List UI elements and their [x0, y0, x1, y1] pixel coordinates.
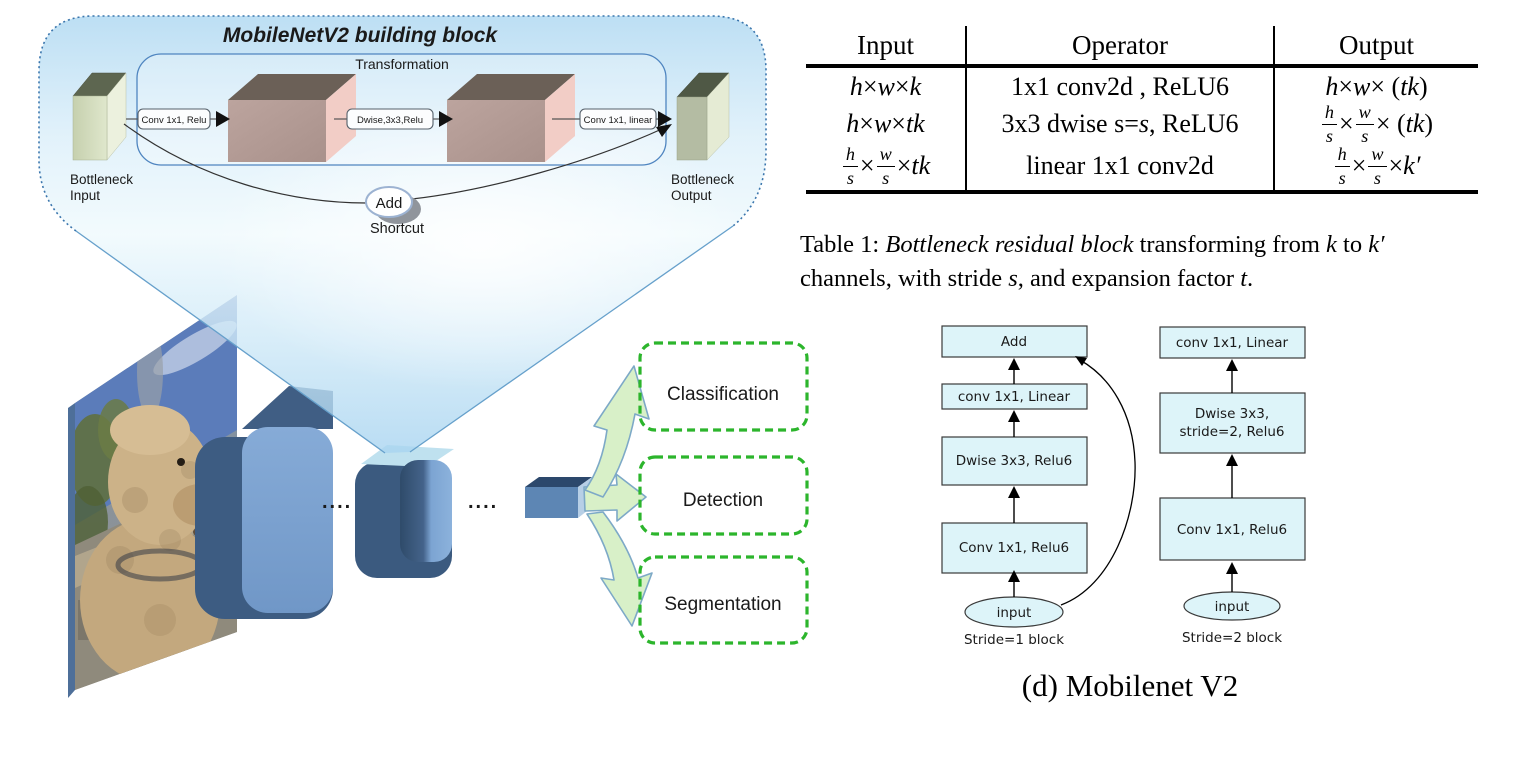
- classification-box: [638, 341, 809, 432]
- stride1-add-box: [941, 325, 1088, 358]
- stride1-add-label: Add: [1001, 334, 1027, 350]
- cell-input-2: h × w × tk: [846, 109, 925, 138]
- shortcut-curve-right: [411, 127, 665, 200]
- shortcut-label: Shortcut: [370, 221, 424, 237]
- stride-block-diagrams: Add conv 1x1, Linear Dwise 3x3, Relu6 Co…: [941, 325, 1306, 648]
- stride1-conv-label: Conv 1x1, Relu6: [959, 540, 1069, 556]
- detection-label: Detection: [683, 490, 763, 511]
- op-label-conv1x1-relu: Conv 1x1, Relu: [142, 115, 207, 126]
- classification-label: Classification: [667, 384, 779, 405]
- stride1-diagram: Add conv 1x1, Linear Dwise 3x3, Relu6 Co…: [941, 325, 1136, 648]
- stride1-conv-box: [941, 522, 1088, 574]
- cell-output-1: h × w × (tk): [1273, 68, 1478, 106]
- shortcut-curve-left: [123, 123, 367, 204]
- table-body: h × w × k 1x1 conv2d , ReLU6 h × w × (tk…: [806, 68, 1478, 194]
- add-node: [365, 186, 413, 218]
- cell-operator-1: 1x1 conv2d , ReLU6: [965, 68, 1273, 106]
- op-label-dwise3x3: Dwise,3x3,Relu: [357, 115, 423, 126]
- bottleneck-output-block: [676, 72, 730, 161]
- expanded-cube-1: [228, 74, 356, 162]
- bottleneck-output-label-line1: Bottleneck: [671, 172, 734, 187]
- header-operator: Operator: [965, 26, 1273, 64]
- task-boxes: [638, 341, 809, 645]
- photo-dog: [80, 405, 227, 682]
- photo-side-edge: [68, 403, 75, 698]
- cell-input-1: h × w × k: [849, 72, 922, 101]
- cell-operator-2: 3x3 dwise s=s, ReLU6: [965, 106, 1273, 142]
- op-label-conv1x1-linear: Conv 1x1, linear: [584, 115, 653, 126]
- arrowhead-1: [216, 111, 230, 127]
- feature-map-medium: [355, 445, 454, 578]
- stride2-conv-box: [1159, 497, 1306, 561]
- ellipsis-dots-1: ....: [322, 491, 352, 513]
- ellipsis-dots-2: ....: [468, 491, 498, 513]
- arrowhead-2: [439, 111, 453, 127]
- bottleneck-input-label-line2: Input: [70, 188, 100, 203]
- feature-map-small: [525, 477, 592, 518]
- stride2-convlinear-box: [1159, 326, 1306, 359]
- stride2-convlinear-label: conv 1x1, Linear: [1176, 335, 1289, 351]
- operator-table: Input Operator Output h × w × k 1x1 conv…: [806, 26, 1478, 194]
- bottleneck-input-block: [72, 72, 127, 161]
- stride1-convlinear-label: conv 1x1, Linear: [958, 389, 1071, 405]
- building-block-title: MobileNetV2 building block: [223, 24, 499, 47]
- stride2-dwise-label-line2: stride=2, Relu6: [1180, 424, 1285, 440]
- dog-eye: [177, 458, 185, 466]
- expanded-cube-2: [447, 74, 575, 162]
- arrow-to-detection: [583, 473, 647, 522]
- add-node-label: Add: [376, 195, 403, 212]
- cell-operator-3: linear 1x1 conv2d: [965, 142, 1273, 190]
- stride1-arrowheads: [1008, 358, 1020, 582]
- stride1-caption: Stride=1 block: [964, 632, 1064, 648]
- segmentation-label: Segmentation: [664, 594, 781, 615]
- input-photo: [68, 295, 237, 698]
- arrow-to-classification: [584, 365, 650, 498]
- shortcut-arrowhead: [656, 124, 672, 137]
- stride1-dwise-box: [941, 436, 1088, 486]
- stride1-skip-connection: [1060, 359, 1136, 606]
- stride2-caption: Stride=2 block: [1182, 630, 1282, 646]
- op-label-boxes: Conv 1x1, Relu Dwise,3x3,Relu Conv 1x1, …: [137, 108, 657, 130]
- table-caption: Table 1: Bottleneck residual block trans…: [800, 231, 1385, 292]
- funnel-left-edge: [75, 230, 386, 454]
- stride2-arrowheads: [1226, 359, 1238, 574]
- stride1-input-label: input: [997, 605, 1032, 621]
- task-arrows: [583, 365, 653, 627]
- stride2-input-label: input: [1215, 599, 1250, 615]
- funnel-right-edge: [409, 225, 734, 453]
- stride2-diagram: conv 1x1, Linear Dwise 3x3, stride=2, Re…: [1159, 326, 1306, 646]
- bottleneck-output-label-line2: Output: [671, 188, 712, 203]
- stride2-dwise-box: [1159, 392, 1306, 454]
- stride2-conv-label: Conv 1x1, Relu6: [1177, 522, 1287, 538]
- subfigure-label: (d) Mobilenet V2: [1021, 668, 1239, 703]
- arrow-to-segmentation: [586, 511, 653, 627]
- feature-map-large: [195, 386, 333, 619]
- arrowhead-3: [658, 111, 672, 127]
- header-output: Output: [1273, 26, 1478, 64]
- bottleneck-input-label-line1: Bottleneck: [70, 172, 133, 187]
- header-input: Input: [857, 29, 914, 60]
- mobilenetv2-overview-diagram: .... .... MobileNetV2 building block Tra…: [38, 15, 809, 698]
- segmentation-box: [638, 555, 809, 645]
- transformation-label: Transformation: [355, 56, 449, 72]
- stride1-dwise-label: Dwise 3x3, Relu6: [956, 453, 1073, 469]
- stride1-skip-arrowhead: [1075, 356, 1087, 366]
- table-row: h × w × k 1x1 conv2d , ReLU6 h × w × (tk…: [806, 68, 1478, 106]
- detection-box: [638, 455, 809, 536]
- stride2-dwise-label-line1: Dwise 3x3,: [1195, 406, 1269, 422]
- stride1-convlinear-box: [941, 383, 1088, 410]
- table-header-row: Input Operator Output: [806, 26, 1478, 68]
